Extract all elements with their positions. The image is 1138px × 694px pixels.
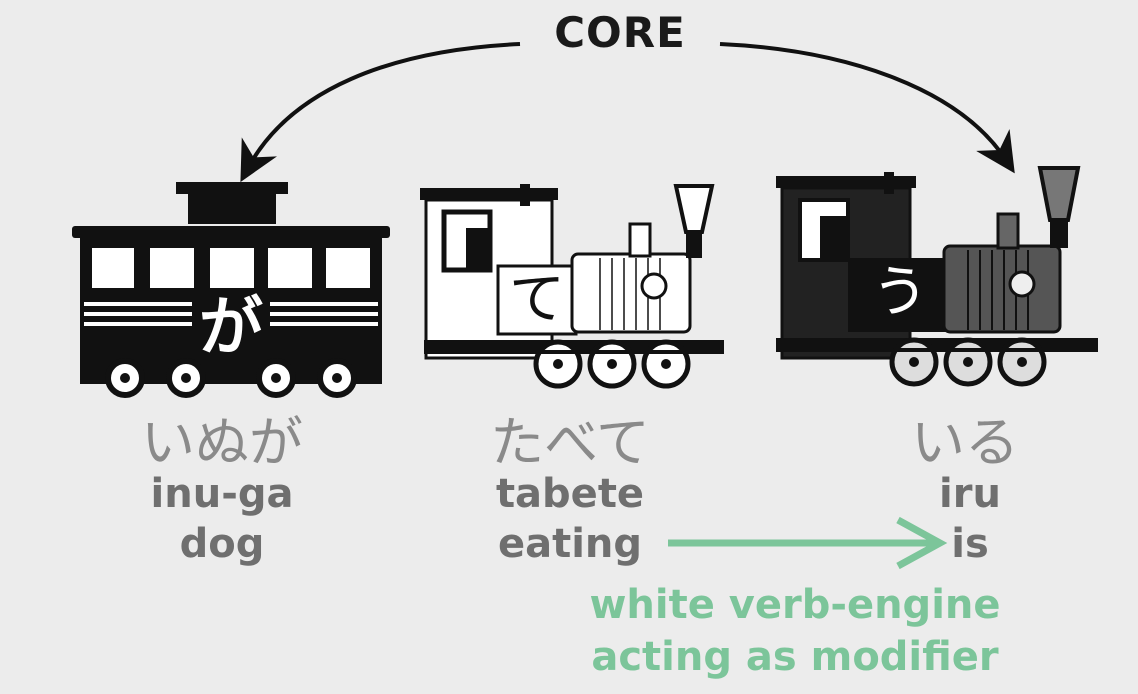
english-dog: dog: [179, 521, 265, 567]
modifier-note-line1: white verb-engine: [589, 582, 1001, 628]
modifier-arrow: [668, 516, 948, 570]
english-is: is: [951, 521, 989, 567]
white-locomotive-icon: [420, 184, 724, 389]
english-eating: eating: [497, 521, 643, 567]
caboose-icon: [72, 182, 390, 398]
romaji-tabete: tabete: [495, 471, 645, 517]
core-arrow-right: [719, 42, 1015, 174]
car-glyph-ga: が: [199, 291, 263, 365]
black-locomotive-icon: [776, 166, 1098, 387]
kana-tabete: たべて: [490, 411, 650, 474]
car-glyph-u: う: [872, 260, 928, 325]
kana-iru: いる: [911, 411, 1019, 474]
romaji-inuga: inu-ga: [150, 471, 294, 517]
romaji-iru: iru: [939, 471, 1001, 517]
core-arrow-left: [240, 42, 521, 183]
core-label: CORE: [554, 8, 686, 57]
modifier-note-line2: acting as modifier: [591, 634, 999, 680]
kana-inuga: いぬが: [141, 411, 303, 474]
car-glyph-te: て: [509, 267, 565, 332]
